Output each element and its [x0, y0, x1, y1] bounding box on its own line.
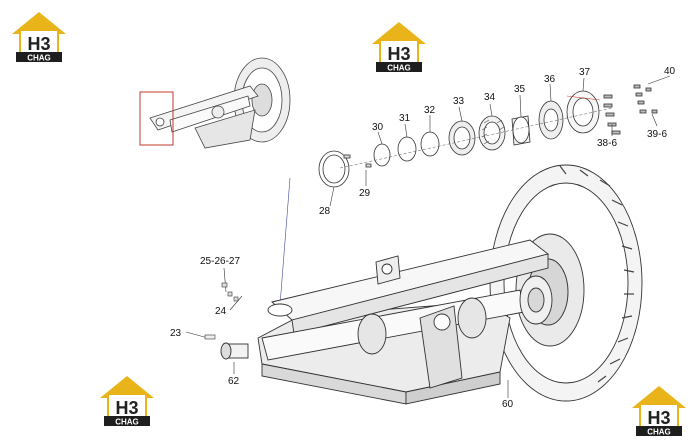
- overview-thumbnail: [139, 57, 291, 149]
- assembly-axis: [339, 107, 613, 169]
- brand-logo: H3 CHAG: [100, 376, 154, 427]
- exploded-parts: [318, 84, 658, 188]
- callout-38-6: 38-6: [597, 138, 617, 149]
- logo-word: CHAG: [115, 418, 139, 427]
- callout-31: 31: [399, 113, 411, 124]
- callout-35: 35: [514, 84, 526, 95]
- callout-28: 28: [319, 206, 331, 217]
- callout-40: 40: [664, 66, 676, 77]
- logo-word: CHAG: [387, 64, 411, 73]
- callout-39-6: 39-6: [647, 129, 667, 140]
- logo-mark: H3: [387, 44, 410, 64]
- callout-62: 62: [228, 376, 240, 387]
- part-32: [420, 131, 440, 157]
- detail-box: [139, 91, 174, 146]
- brand-logo: H3 CHAG: [372, 22, 426, 73]
- fasteners: [204, 282, 239, 340]
- brand-logo: H3 CHAG: [12, 12, 66, 63]
- brand-logo: H3 CHAG: [632, 386, 686, 437]
- part-30: [373, 143, 391, 167]
- logo-word: CHAG: [647, 428, 671, 437]
- callout-25-26-27: 25-26-27: [200, 256, 240, 267]
- bolt-set: [603, 84, 658, 135]
- part-29: [343, 154, 351, 159]
- callout-33: 33: [453, 96, 465, 107]
- logo-mark: H3: [27, 34, 50, 54]
- callout-24: 24: [215, 306, 227, 317]
- part-31: [397, 136, 417, 162]
- callout-34: 34: [484, 92, 496, 103]
- callout-23: 23: [170, 328, 182, 339]
- callout-30: 30: [372, 122, 384, 133]
- axle-body: [220, 239, 553, 405]
- callout-37: 37: [579, 67, 591, 78]
- callout-36: 36: [544, 74, 556, 85]
- callout-29: 29: [359, 188, 371, 199]
- logo-mark: H3: [647, 408, 670, 428]
- leader-lines: [185, 75, 671, 398]
- callout-32: 32: [424, 105, 436, 116]
- logo-word: CHAG: [27, 54, 51, 63]
- leader-line: [279, 177, 291, 306]
- callout-labels: 40 37 36 35 34 33 32 31 30 29 28 38-6 39…: [170, 66, 676, 410]
- callout-60: 60: [502, 399, 514, 410]
- logo-mark: H3: [115, 398, 138, 418]
- tire-assembly: [489, 164, 643, 402]
